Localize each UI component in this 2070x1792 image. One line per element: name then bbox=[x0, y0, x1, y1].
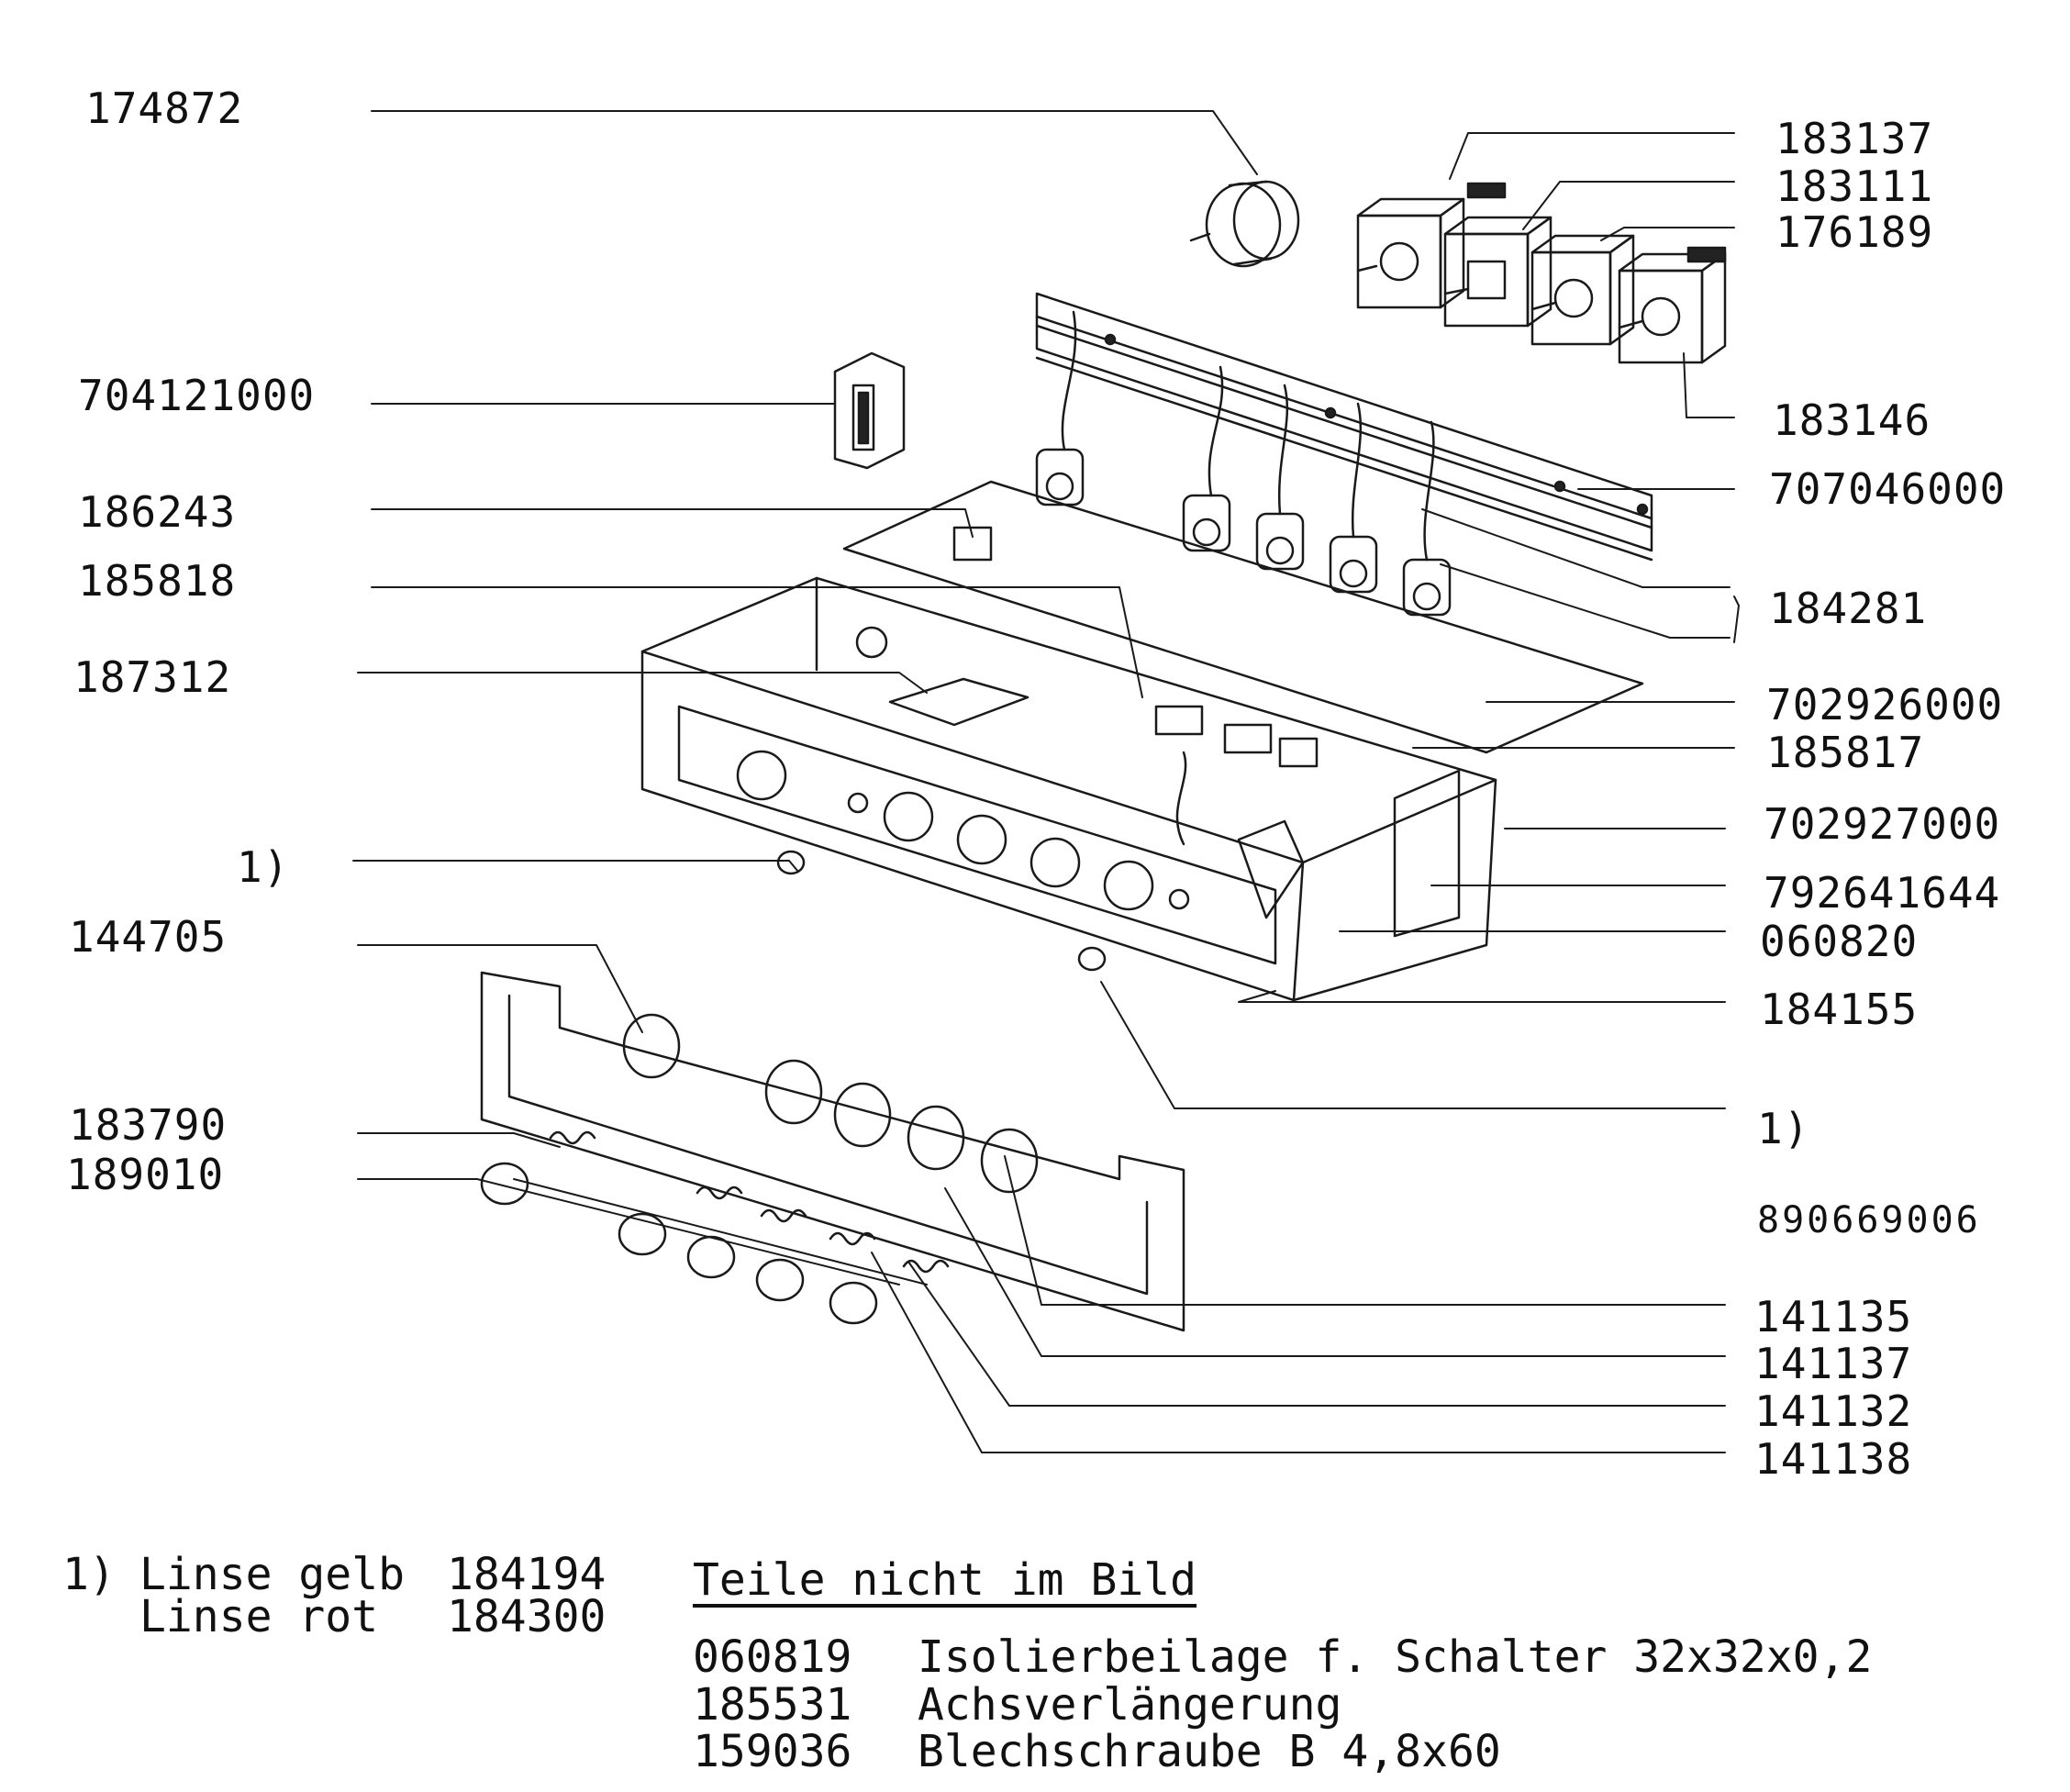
part-desc: Isolierbeilage f. Schalter 32x32x0,2 bbox=[918, 1631, 1873, 1683]
footnote-name: Linse gelb bbox=[139, 1549, 405, 1600]
footnote-code: 184300 bbox=[447, 1591, 607, 1642]
footnote-marker: 1) bbox=[62, 1549, 116, 1600]
label-890669006: 890669006 bbox=[1757, 1199, 1981, 1241]
label-189010: 189010 bbox=[66, 1150, 225, 1199]
part-code: 060819 bbox=[693, 1631, 852, 1683]
label-183790: 183790 bbox=[69, 1100, 228, 1150]
label-702927000: 702927000 bbox=[1764, 799, 2001, 849]
footnote-name: Linse rot bbox=[139, 1591, 379, 1642]
label-186243: 186243 bbox=[78, 487, 237, 537]
label-141138: 141138 bbox=[1754, 1434, 1913, 1484]
label-176189: 176189 bbox=[1775, 207, 1934, 257]
label-060820: 060820 bbox=[1760, 917, 1919, 966]
part-code: 185531 bbox=[693, 1679, 852, 1731]
lamp-holders-184281 bbox=[1037, 312, 1450, 615]
label-183111: 183111 bbox=[1775, 161, 1934, 211]
housing-702927000 bbox=[642, 578, 1496, 1000]
lens-markers bbox=[778, 851, 1105, 970]
label-184281: 184281 bbox=[1769, 584, 1928, 633]
part-desc: Blechschraube B 4,8x60 bbox=[918, 1726, 1501, 1777]
label-174872: 174872 bbox=[85, 83, 244, 133]
bracket-704121000 bbox=[835, 353, 904, 468]
label-183146: 183146 bbox=[1773, 395, 1931, 445]
label-141137: 141137 bbox=[1754, 1339, 1913, 1388]
footnote-code: 184194 bbox=[447, 1549, 607, 1600]
rail-707046000 bbox=[1037, 294, 1652, 560]
parts-not-shown-title: Teile nicht im Bild bbox=[693, 1554, 1197, 1606]
label-702926000: 702926000 bbox=[1766, 680, 2004, 729]
leader-lines bbox=[353, 111, 1739, 1453]
label-184155: 184155 bbox=[1760, 985, 1919, 1034]
label-footnote-ref-right: 1) bbox=[1757, 1104, 1810, 1153]
label-144705: 144705 bbox=[69, 912, 228, 962]
label-704121000: 704121000 bbox=[78, 371, 316, 420]
label-183137: 183137 bbox=[1775, 114, 1934, 163]
part-code: 159036 bbox=[693, 1726, 852, 1777]
cover-plate-702926000 bbox=[844, 482, 1642, 752]
label-footnote-ref-left: 1) bbox=[237, 842, 290, 892]
label-141135: 141135 bbox=[1754, 1292, 1913, 1341]
switch-block bbox=[1358, 184, 1725, 362]
label-707046000: 707046000 bbox=[1769, 464, 2007, 514]
label-185817: 185817 bbox=[1766, 728, 1925, 777]
front-panel-890669006 bbox=[482, 973, 1184, 1330]
label-792641644: 792641644 bbox=[1764, 868, 2001, 918]
motor-174872 bbox=[1191, 182, 1298, 266]
part-desc: Achsverlängerung bbox=[918, 1679, 1342, 1731]
knobs-and-springs bbox=[482, 1132, 948, 1323]
label-187312: 187312 bbox=[73, 652, 232, 702]
label-185818: 185818 bbox=[78, 556, 237, 606]
label-141132: 141132 bbox=[1754, 1386, 1913, 1436]
